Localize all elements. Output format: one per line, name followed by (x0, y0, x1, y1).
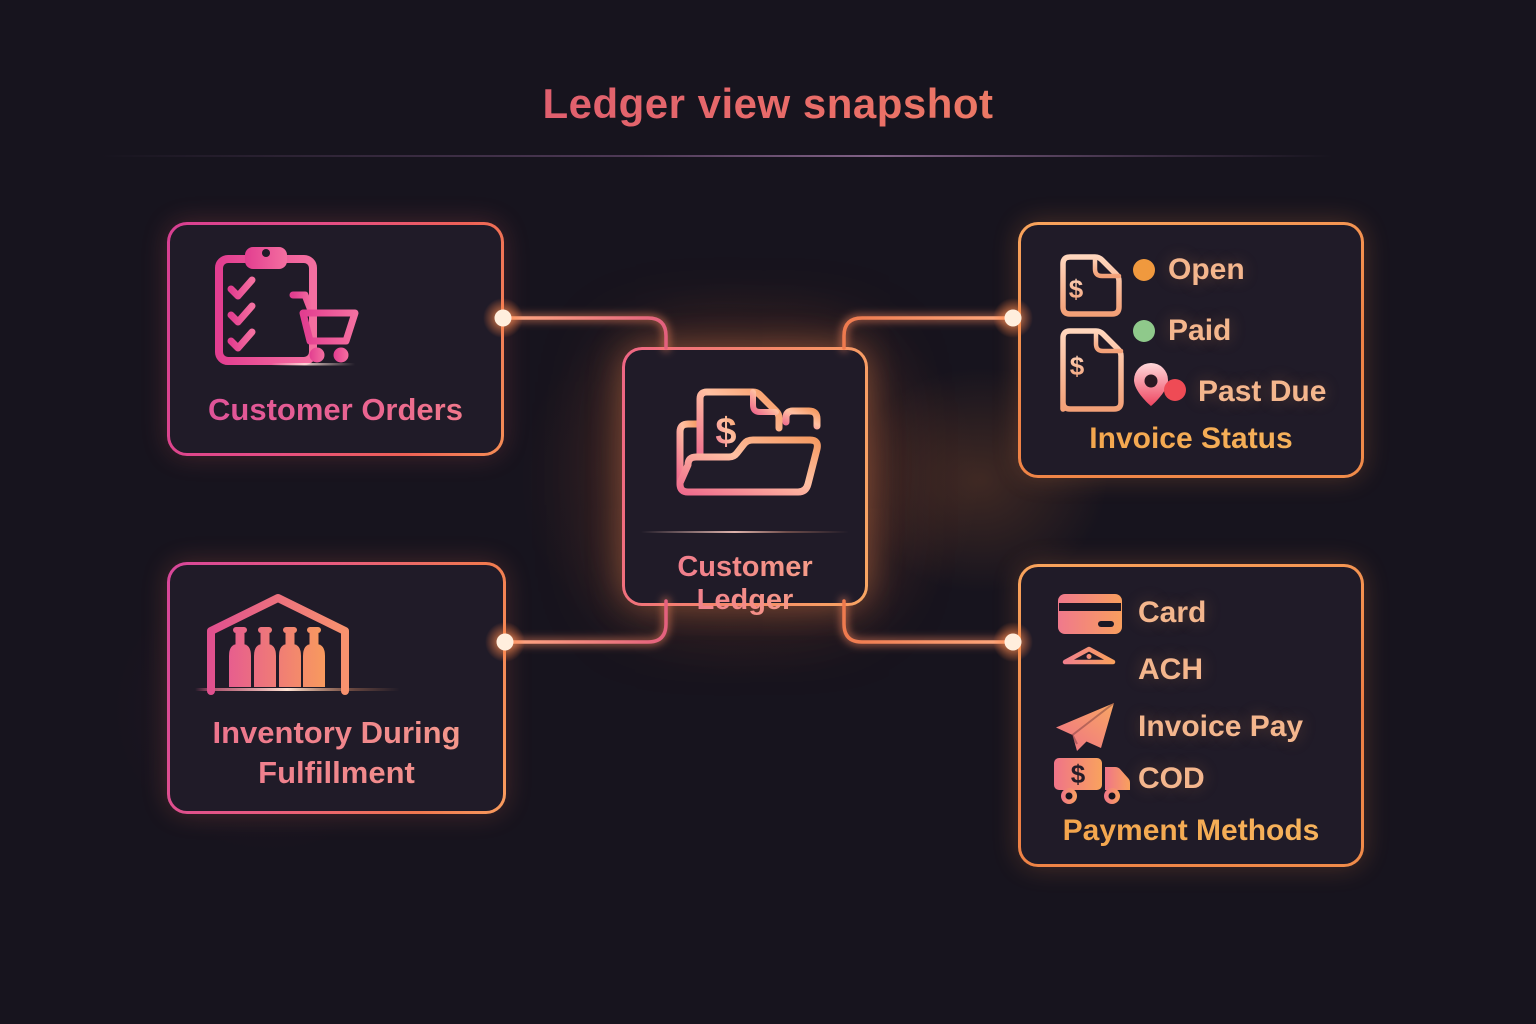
status-dot-open (1133, 259, 1155, 281)
invoice-document-icon: $ (1060, 254, 1122, 317)
customer-orders-label: Customer Orders (170, 392, 501, 428)
page-title: Ledger view snapshot (0, 80, 1536, 128)
inventory-label-line1: Inventory During (170, 715, 503, 751)
paper-plane-icon (1056, 702, 1115, 751)
payment-label-card: Card (1138, 596, 1207, 629)
bank-icon (1062, 646, 1116, 695)
node-inventory: Inventory During Fulfillment (167, 562, 506, 814)
connector-ledger-payment-methods (842, 599, 1015, 644)
payment-label-ach: ACH (1138, 653, 1203, 686)
title-divider (100, 155, 1440, 157)
node-customer-orders: Customer Orders (167, 222, 504, 456)
invoice-status-label: Invoice Status (1021, 422, 1361, 456)
inventory-label-line2: Fulfillment (170, 755, 503, 791)
payment-label-invoice-pay: Invoice Pay (1138, 710, 1304, 743)
svg-text:$: $ (1071, 759, 1086, 789)
connector-ledger-invoice-status (842, 316, 1015, 350)
money-folder-icon: $ (676, 388, 821, 496)
svg-text:$: $ (1069, 274, 1084, 304)
node-invoice-status: $ $ (1018, 222, 1364, 478)
credit-card-icon (1058, 594, 1122, 634)
payment-methods-label: Payment Methods (1021, 814, 1361, 848)
customer-ledger-label: Customer Ledger (625, 551, 865, 617)
delivery-truck-icon: $ (1054, 758, 1130, 804)
invoice-document-pin-icon: $ (1060, 328, 1168, 412)
node-customer-ledger: $ Customer Ledger (622, 347, 868, 616)
node-payment-methods: $ Card ACH Invoice Pay COD Payment Metho… (1018, 564, 1364, 867)
status-label-open: Open (1168, 253, 1245, 286)
payment-label-cod: COD (1138, 762, 1205, 795)
warehouse-icon (195, 594, 400, 695)
status-dot-paid (1133, 320, 1155, 342)
status-label-paid: Paid (1168, 314, 1232, 347)
connector-orders-ledger (501, 316, 668, 350)
ledger-divider (641, 531, 849, 533)
svg-text:$: $ (715, 411, 736, 453)
clipboard-cart-icon (215, 247, 359, 366)
status-label-past-due: Past Due (1198, 375, 1327, 408)
svg-text:$: $ (1070, 351, 1085, 381)
status-dot-past-due (1164, 379, 1186, 401)
